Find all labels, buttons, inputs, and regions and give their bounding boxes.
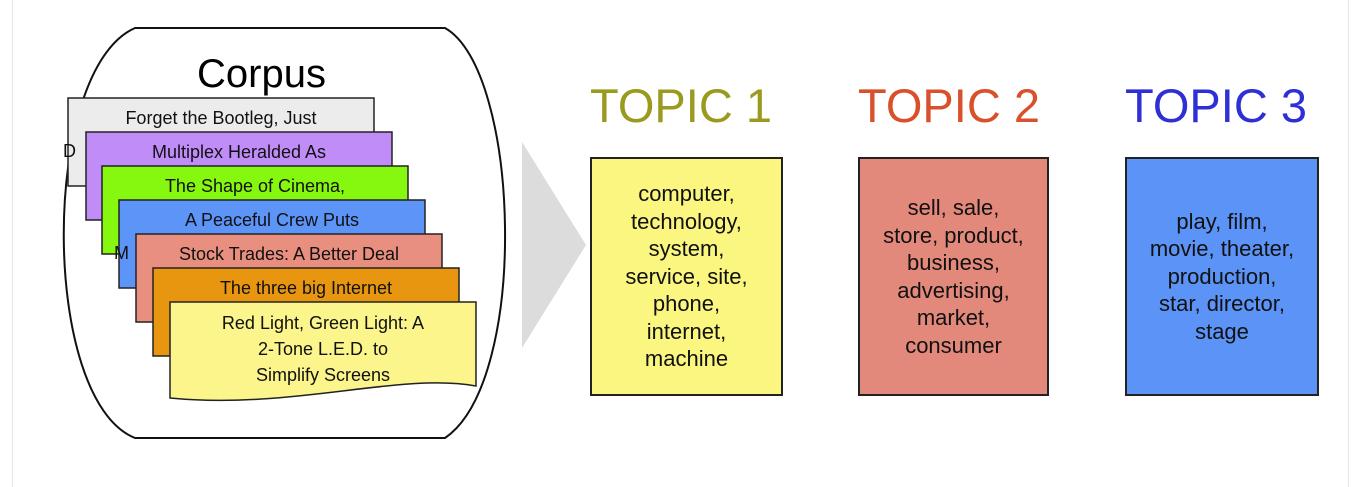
topic-3-words: play, film, movie, theater, production, … xyxy=(1149,208,1295,344)
document-title-5: Stock Trades: A Better Deal xyxy=(178,244,400,264)
document-title-4: A Peaceful Crew Puts xyxy=(184,210,360,230)
arrow-chevron xyxy=(522,142,586,348)
document-peek-1: D xyxy=(63,141,76,161)
right-border-line xyxy=(1348,0,1349,487)
document-title-1: Forget the Bootleg, Just xyxy=(125,108,317,128)
topic-2-title: TOPIC 2 xyxy=(858,79,1040,132)
document-title-2: Multiplex Heralded As xyxy=(151,142,327,162)
document-title-6: The three big Internet xyxy=(219,278,393,298)
topic-2-words: sell, sale, store, product, business, ad… xyxy=(883,195,1024,358)
topic-2-box: sell, sale, store, product, business, ad… xyxy=(858,157,1049,396)
topic-3-box: play, film, movie, theater, production, … xyxy=(1125,157,1319,396)
document-title-3: The Shape of Cinema, xyxy=(164,176,346,196)
document-title-7: Red Light, Green Light: A 2-Tone L.E.D. … xyxy=(221,313,425,385)
topic-1-words: computer, technology, system, service, s… xyxy=(625,181,748,372)
corpus-graphic xyxy=(62,27,507,439)
corpus-title: Corpus xyxy=(197,52,326,96)
left-border-line xyxy=(12,0,13,487)
topic-1-box: computer, technology, system, service, s… xyxy=(590,157,783,396)
document-peek-4: M xyxy=(114,243,129,263)
document-sheet-7 xyxy=(169,301,477,402)
topic-3-title: TOPIC 3 xyxy=(1125,79,1307,132)
topic-1-title: TOPIC 1 xyxy=(590,79,772,132)
